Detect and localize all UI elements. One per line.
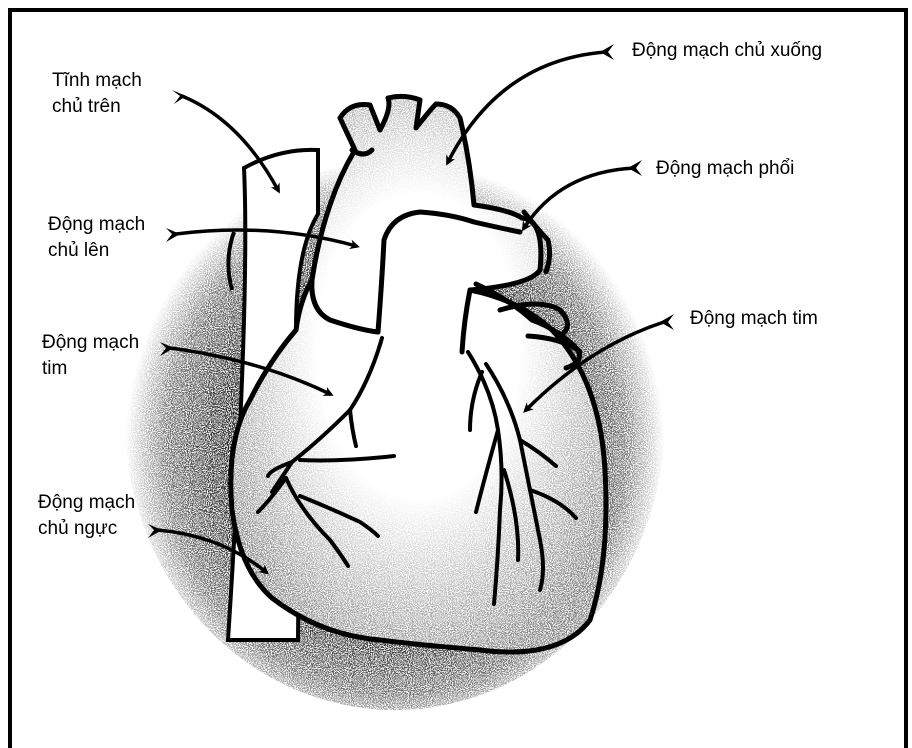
label-descending-aorta: Động mạch chủ xuống: [632, 38, 822, 64]
label-coronary-artery-left: Động mạch tim: [42, 330, 139, 382]
tail-7: [660, 314, 674, 330]
label-superior-vena-cava: Tĩnh mạch chủ trên: [52, 68, 142, 120]
tail-1: [172, 90, 186, 104]
label-pulmonary-artery: Động mạch phổi: [656, 156, 794, 182]
tail-5: [600, 44, 614, 60]
label-coronary-artery-right: Động mạch tim: [690, 306, 818, 332]
tail-2: [166, 228, 180, 242]
tail-6: [628, 160, 642, 176]
label-thoracic-aorta: Động mạch chủ ngực: [38, 490, 135, 542]
label-ascending-aorta: Động mạch chủ lên: [48, 212, 145, 264]
